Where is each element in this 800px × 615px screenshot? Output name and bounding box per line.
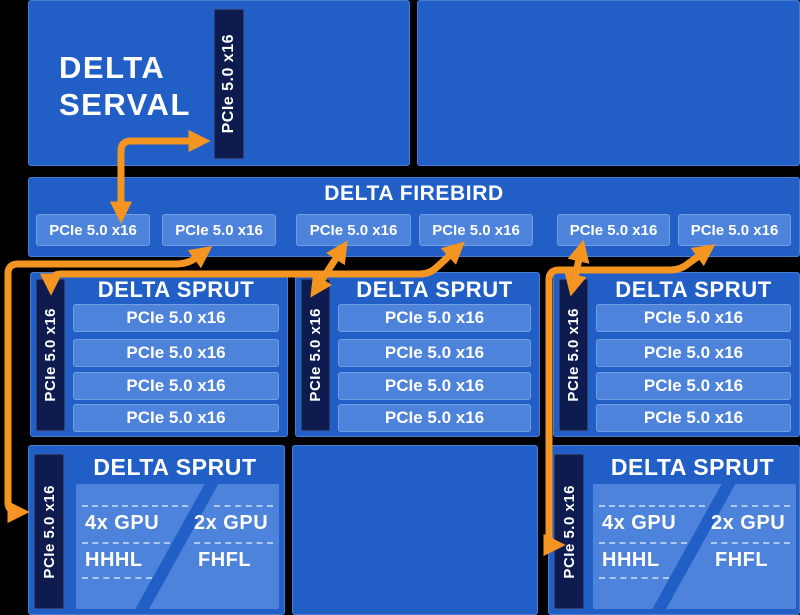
gpu-shelf-right-capacity-label-2: 2x GPU (711, 512, 786, 534)
gpu-shelf-left-form-factor-label: HHHL (85, 549, 143, 571)
bottom-middle-box (292, 445, 538, 615)
gpu-shelf-right-title: DELTA SPRUT (610, 454, 775, 480)
dashed-line (194, 542, 273, 544)
firebird-slot-3: PCIe 5.0 x16 (296, 214, 411, 246)
sprut-switch-2-title: DELTA SPRUT (356, 277, 513, 302)
sprut-switch-1-box: PCIe 5.0 x16 DELTA SPRUT PCIe 5.0 x16 PC… (30, 272, 288, 437)
sprut-switch-1-slot-2: PCIe 5.0 x16 (73, 339, 279, 367)
sprut-switch-2-slot-4: PCIe 5.0 x16 (338, 404, 531, 432)
delta-serval-title-line2: SERVAL (59, 87, 191, 122)
gpu-shelf-left-capacity-label-2: 2x GPU (194, 512, 269, 534)
firebird-slot-5: PCIe 5.0 x16 (557, 214, 670, 246)
sprut-switch-3-slot-4: PCIe 5.0 x16 (596, 404, 791, 432)
dashed-line (731, 505, 790, 507)
firebird-slot-4: PCIe 5.0 x16 (419, 214, 533, 246)
gpu-shelf-right-divider (648, 484, 738, 609)
gpu-shelf-right-uplink-label: PCIe 5.0 x16 (560, 484, 578, 579)
delta-serval-pcie-tab-label: PCIe 5.0 x16 (220, 34, 237, 134)
sprut-switch-3-slot-1: PCIe 5.0 x16 (596, 304, 791, 332)
sprut-switch-2-slot-2: PCIe 5.0 x16 (338, 339, 531, 367)
delta-serval-pcie-tab: PCIe 5.0 x16 (214, 9, 244, 159)
dashed-line (599, 505, 705, 507)
gpu-shelf-left-panel: 4x GPU HHHL 2x GPU FHFL (76, 484, 279, 609)
dashed-line (711, 542, 790, 544)
firebird-slot-2: PCIe 5.0 x16 (162, 214, 276, 246)
gpu-shelf-left-uplink-tab: PCIe 5.0 x16 (34, 454, 64, 609)
dashed-line (82, 542, 170, 544)
delta-serval-box: DELTA SERVAL PCIe 5.0 x16 (28, 0, 410, 166)
sprut-switch-3-title: DELTA SPRUT (615, 277, 772, 302)
gpu-shelf-left-uplink-label: PCIe 5.0 x16 (40, 484, 58, 579)
dashed-line (82, 577, 152, 579)
sprut-switch-2-slot-3: PCIe 5.0 x16 (338, 372, 531, 400)
dashed-line (214, 505, 273, 507)
gpu-shelf-right-form-factor-label: HHHL (602, 549, 660, 571)
sprut-switch-1-uplink-label: PCIe 5.0 x16 (42, 308, 59, 402)
delta-firebird-title: DELTA FIREBIRD (324, 182, 504, 205)
gpu-shelf-left-divider (131, 484, 221, 609)
sprut-switch-2-box: PCIe 5.0 x16 DELTA SPRUT PCIe 5.0 x16 PC… (295, 272, 540, 437)
gpu-shelf-right-panel: 4x GPU HHHL 2x GPU FHFL (593, 484, 796, 609)
sprut-switch-3-uplink-tab: PCIe 5.0 x16 (559, 279, 588, 431)
firebird-slot-1: PCIe 5.0 x16 (36, 214, 150, 246)
dashed-line (599, 577, 669, 579)
delta-firebird-box: DELTA FIREBIRD PCIe 5.0 x16 PCIe 5.0 x16… (28, 177, 800, 257)
sprut-switch-3-slot-3: PCIe 5.0 x16 (596, 372, 791, 400)
gpu-shelf-left-capacity-label: 4x GPU (85, 512, 160, 534)
sprut-switch-2-uplink-tab: PCIe 5.0 x16 (301, 279, 330, 431)
gpu-shelf-left-form-factor-label-2: FHFL (198, 549, 252, 571)
delta-serval-title-line1: DELTA (59, 50, 166, 85)
sprut-switch-2-uplink-label: PCIe 5.0 x16 (307, 308, 324, 402)
gpu-shelf-right-capacity-label: 4x GPU (602, 512, 677, 534)
sprut-switch-3-slot-2: PCIe 5.0 x16 (596, 339, 791, 367)
sprut-switch-2-slot-1: PCIe 5.0 x16 (338, 304, 531, 332)
dashed-line (599, 542, 687, 544)
sprut-switch-1-title: DELTA SPRUT (97, 277, 255, 302)
gpu-shelf-left-box: PCIe 5.0 x16 DELTA SPRUT 4x GPU HHHL 2x … (28, 445, 285, 615)
firebird-slot-6: PCIe 5.0 x16 (678, 214, 791, 246)
sprut-switch-1-slot-1: PCIe 5.0 x16 (73, 304, 279, 332)
sprut-switch-1-slot-4: PCIe 5.0 x16 (73, 404, 279, 432)
top-right-box (417, 0, 800, 166)
gpu-shelf-right-form-factor-label-2: FHFL (715, 549, 769, 571)
gpu-shelf-left-title: DELTA SPRUT (93, 454, 257, 480)
gpu-shelf-right-box: PCIe 5.0 x16 DELTA SPRUT 4x GPU HHHL 2x … (548, 445, 800, 615)
sprut-switch-3-box: PCIe 5.0 x16 DELTA SPRUT PCIe 5.0 x16 PC… (553, 272, 800, 437)
delta-serval-title: DELTA SERVAL (59, 49, 191, 123)
sprut-switch-1-uplink-tab: PCIe 5.0 x16 (36, 279, 65, 431)
sprut-switch-3-uplink-label: PCIe 5.0 x16 (565, 308, 582, 402)
sprut-switch-1-slot-3: PCIe 5.0 x16 (73, 372, 279, 400)
gpu-shelf-right-uplink-tab: PCIe 5.0 x16 (554, 454, 584, 609)
dashed-line (82, 505, 188, 507)
